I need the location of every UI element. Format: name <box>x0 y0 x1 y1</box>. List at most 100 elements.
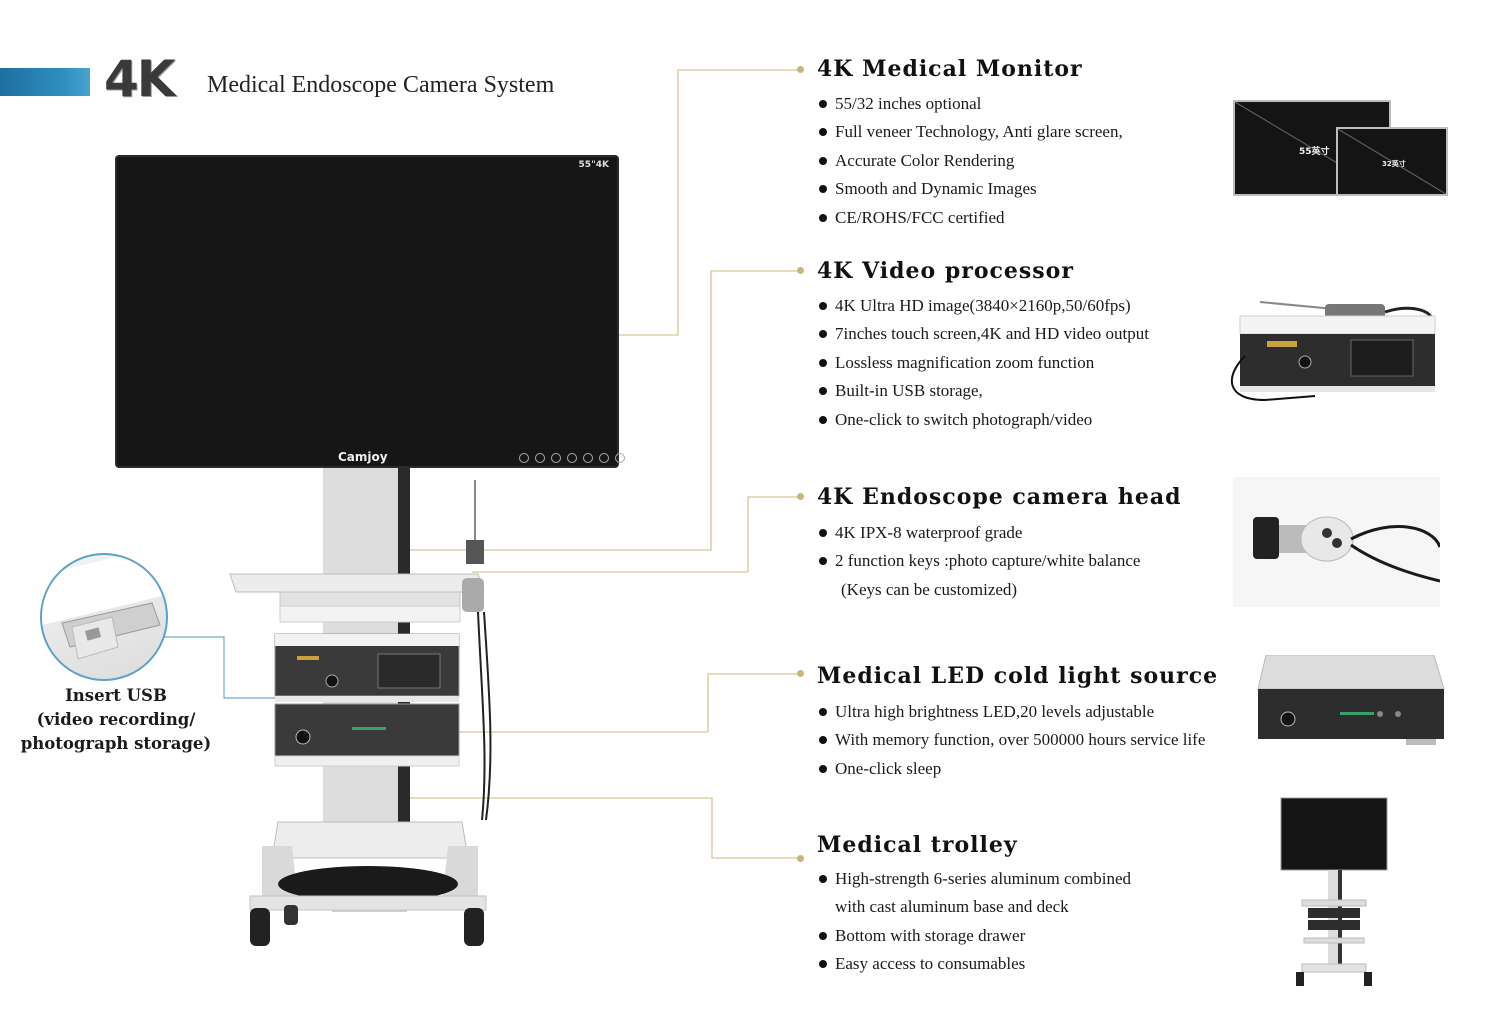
monitor-thumb-32: 32英寸 <box>1336 127 1448 196</box>
usb-caption-line: photograph storage) <box>20 734 212 753</box>
callout-line-usb <box>150 636 275 699</box>
bullet-icon <box>819 960 827 969</box>
bullet-icon <box>819 128 827 137</box>
feature-text: CE/ROHS/FCC certified <box>835 207 1005 227</box>
feature-text: 4K IPX-8 waterproof grade <box>835 523 1023 542</box>
bullet-icon <box>819 708 827 716</box>
monitor-size-label: 55"4K <box>578 160 609 170</box>
callout-line-light-source <box>410 673 800 733</box>
list-item: One-click to switch photograph/video <box>817 406 1149 434</box>
list-item: 4K IPX-8 waterproof grade <box>817 519 1140 547</box>
usb-stick-icon <box>42 555 166 660</box>
feature-text: Full veneer Technology, Anti glare scree… <box>835 122 1123 142</box>
feature-text: Smooth and Dynamic Images <box>835 179 1037 199</box>
callout-line-trolley <box>400 797 800 859</box>
usb-inset-image <box>40 553 168 681</box>
round-button-icon <box>583 453 593 463</box>
trolley-thumb-image <box>1280 797 1388 986</box>
feature-text: 7inches touch screen,4K and HD video out… <box>835 324 1149 344</box>
main-monitor: 55"4K Camjoy <box>115 155 625 468</box>
bullet-icon <box>819 736 827 745</box>
section-title-trolley: Medical trolley <box>817 832 1018 858</box>
list-item: Full veneer Technology, Anti glare scree… <box>817 118 1123 146</box>
thumb-label: 55英寸 <box>1299 147 1330 157</box>
feature-text: 2 function keys :photo capture/white bal… <box>835 551 1141 571</box>
monitor-button-row <box>519 453 625 463</box>
feature-text: Built-in USB storage, <box>835 381 983 401</box>
callout-line-camera-head <box>472 496 800 573</box>
list-item: 2 function keys :photo capture/white bal… <box>817 547 1140 575</box>
round-button-icon <box>535 453 545 463</box>
round-button-icon <box>551 453 561 463</box>
usb-caption-line: Insert USB <box>65 686 167 705</box>
callout-dot <box>797 670 804 677</box>
list-item: Smooth and Dynamic Images <box>817 175 1123 203</box>
section-title-processor: 4K Video processor <box>817 258 1074 284</box>
bullet-icon <box>819 764 827 773</box>
bullet-icon <box>819 387 827 396</box>
feature-text: High-strength 6-series aluminum combined <box>835 869 1132 888</box>
callout-dot <box>797 267 804 274</box>
light-source-image <box>1257 655 1445 745</box>
feature-text: Lossless magnification zoom function <box>835 352 1095 372</box>
list-item: Ultra high brightness LED,20 levels adju… <box>817 698 1205 726</box>
usb-caption: Insert USB (video recording/ photograph … <box>10 684 222 756</box>
bullet-icon <box>819 931 827 940</box>
header-accent-bar <box>0 68 90 96</box>
callout-dot <box>797 855 804 862</box>
list-item: High-strength 6-series aluminum combined <box>817 865 1131 893</box>
thumb-label: 32英寸 <box>1382 160 1406 168</box>
feature-text: (Keys can be customized) <box>841 579 1018 599</box>
callout-dot <box>797 66 804 73</box>
page-title: Medical Endoscope Camera System <box>207 72 555 98</box>
video-processor-image <box>1230 301 1436 402</box>
section-title-camera-head: 4K Endoscope camera head <box>817 484 1182 510</box>
bullet-icon <box>819 358 827 367</box>
round-button-icon <box>599 453 609 463</box>
feature-list-monitor: 55/32 inches optional Full veneer Techno… <box>817 90 1123 232</box>
bullet-icon <box>819 185 827 194</box>
feature-text: Ultra high brightness LED,20 levels adju… <box>835 702 1155 721</box>
callout-dot <box>797 493 804 500</box>
section-title-light-source: Medical LED cold light source <box>817 663 1219 689</box>
bullet-icon <box>819 415 827 424</box>
feature-list-processor: 4K Ultra HD image(3840×2160p,50/60fps) 7… <box>817 292 1149 434</box>
bullet-icon <box>819 875 827 883</box>
bullet-icon <box>819 156 827 165</box>
usb-caption-line: (video recording/ <box>36 710 196 729</box>
round-button-icon <box>519 453 529 463</box>
feature-text: Bottom with storage drawer <box>835 925 1026 945</box>
list-item: Easy access to consumables <box>817 950 1131 978</box>
trolley-drawing <box>229 468 492 946</box>
bullet-icon <box>819 557 827 566</box>
bullet-icon <box>819 330 827 339</box>
section-title-monitor: 4K Medical Monitor <box>817 56 1083 82</box>
list-item: Built-in USB storage, <box>817 377 1149 405</box>
feature-text: 55/32 inches optional <box>835 94 982 113</box>
feature-text: One-click sleep <box>835 758 942 778</box>
list-item: with cast aluminum base and deck <box>817 893 1131 921</box>
feature-text: 4K Ultra HD image(3840×2160p,50/60fps) <box>835 296 1131 315</box>
round-button-icon <box>615 453 625 463</box>
list-item: Lossless magnification zoom function <box>817 349 1149 377</box>
list-item: 55/32 inches optional <box>817 90 1123 118</box>
list-item: Bottom with storage drawer <box>817 922 1131 950</box>
list-item: CE/ROHS/FCC certified <box>817 204 1123 232</box>
bullet-icon <box>819 302 827 310</box>
bullet-icon <box>819 529 827 537</box>
list-item: Accurate Color Rendering <box>817 147 1123 175</box>
list-item: 4K Ultra HD image(3840×2160p,50/60fps) <box>817 292 1149 320</box>
bullet-icon <box>819 213 827 222</box>
list-item: One-click sleep <box>817 755 1205 783</box>
list-item: (Keys can be customized) <box>817 576 1140 604</box>
feature-list-trolley: High-strength 6-series aluminum combined… <box>817 865 1131 979</box>
feature-text: Accurate Color Rendering <box>835 150 1015 170</box>
brand-4k-logo: 4K <box>104 50 176 108</box>
feature-list-light-source: Ultra high brightness LED,20 levels adju… <box>817 698 1205 783</box>
round-button-icon <box>567 453 577 463</box>
feature-text: One-click to switch photograph/video <box>835 409 1093 429</box>
list-item: With memory function, over 500000 hours … <box>817 726 1205 754</box>
feature-text: with cast aluminum base and deck <box>835 897 1069 917</box>
list-item: 7inches touch screen,4K and HD video out… <box>817 320 1149 348</box>
camjoy-logo: Camjoy <box>338 450 388 464</box>
